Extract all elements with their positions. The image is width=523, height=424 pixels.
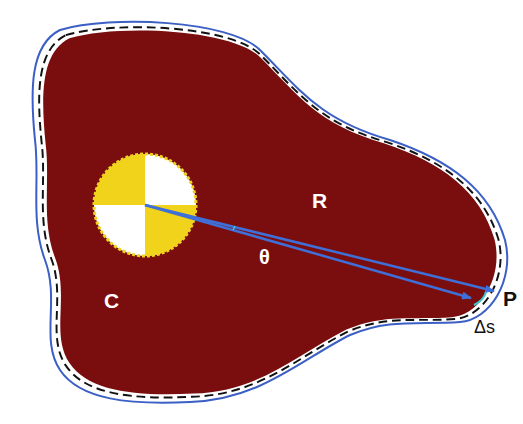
angle-arc [233,226,235,230]
outer-contour [33,22,508,403]
organ-body [43,31,496,395]
arc-length-label: Δs [474,318,495,336]
angle-label: θ [259,247,270,267]
radius-arrow [145,205,471,298]
dashed-contour [39,27,500,397]
center-label: C [104,290,119,311]
radius-arrow [145,205,494,291]
arc-length-mark [474,292,486,305]
point-label: P [503,288,517,309]
radius-label: R [312,190,327,211]
